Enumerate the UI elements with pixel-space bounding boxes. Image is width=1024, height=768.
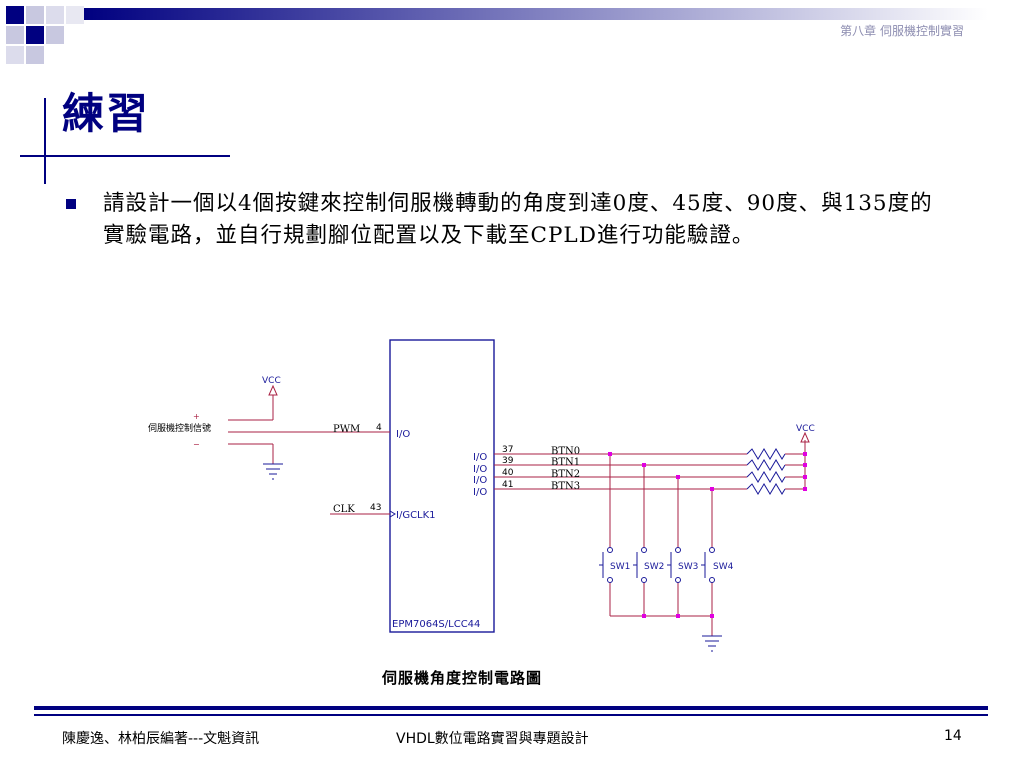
footer-authors: 陳慶逸、林柏辰編著---文魁資訊 (62, 731, 260, 747)
vcc-left-label: VCC (262, 376, 281, 386)
pullup-resistors (746, 448, 786, 495)
cpld-chip (389, 339, 495, 633)
plus-sign: + (193, 412, 200, 421)
chip-name: EPM7064S/LCC44 (392, 619, 480, 630)
diagram-caption: 伺服機角度控制電路圖 (382, 669, 543, 687)
footer-book-title: VHDL數位電路實習與專題設計 (396, 731, 589, 747)
bullet-square-icon (66, 199, 76, 209)
btn0-net: BTN0 (551, 446, 580, 457)
btn1-port: I/O (473, 464, 487, 475)
minus-sign: − (193, 440, 200, 449)
footer-rule-thin (34, 714, 988, 716)
footer-rule-thick (34, 706, 988, 710)
servo-signal-label: 伺服機控制信號 (148, 422, 211, 434)
btn0-pin: 37 (502, 445, 513, 455)
btn3-pin: 41 (502, 480, 513, 490)
sw2-label: SW2 (644, 562, 664, 572)
clk-pin-number: 43 (370, 503, 381, 513)
footer-page-number: 14 (944, 728, 962, 744)
vcc-right-label: VCC (796, 424, 815, 434)
btn2-port: I/O (473, 475, 487, 486)
push-buttons (599, 547, 715, 583)
chapter-label: 第八章 伺服機控制實習 (840, 24, 964, 38)
sw3-label: SW3 (678, 562, 698, 572)
ground-right-icon (702, 635, 722, 652)
btn3-port: I/O (473, 487, 487, 498)
btn1-pin: 39 (502, 456, 514, 466)
vcc-left-arrow-icon (268, 384, 278, 396)
sw1-label: SW1 (610, 562, 630, 572)
bullet-text: 請設計一個以4個按鍵來控制伺服機轉動的角度到達0度、45度、90度、與135度的… (103, 191, 933, 248)
sw4-label: SW4 (713, 562, 734, 572)
pwm-pin-number: 4 (376, 423, 382, 433)
slide-title: 練習 (62, 89, 151, 138)
clk-net-label: CLK (333, 504, 355, 515)
pwm-net-label: PWM (333, 424, 360, 435)
btn2-pin: 40 (502, 468, 514, 478)
pwm-port-label: I/O (396, 429, 410, 440)
btn3-net: BTN3 (551, 481, 580, 492)
title-vertical-rule (44, 98, 46, 184)
title-horizontal-rule (20, 155, 230, 157)
btn0-port: I/O (473, 452, 487, 463)
btn2-net: BTN2 (551, 469, 580, 480)
right-pins: 37 39 40 41 I/O I/O I/O I/O BTN0 BTN1 BT… (473, 445, 580, 498)
btn1-net: BTN1 (551, 457, 580, 468)
vcc-right-arrow-icon (800, 431, 810, 443)
ground-left-icon (263, 463, 283, 480)
clk-port-label: I/GCLK1 (396, 510, 436, 521)
header-bar (84, 8, 988, 20)
junction-nodes (608, 452, 807, 618)
